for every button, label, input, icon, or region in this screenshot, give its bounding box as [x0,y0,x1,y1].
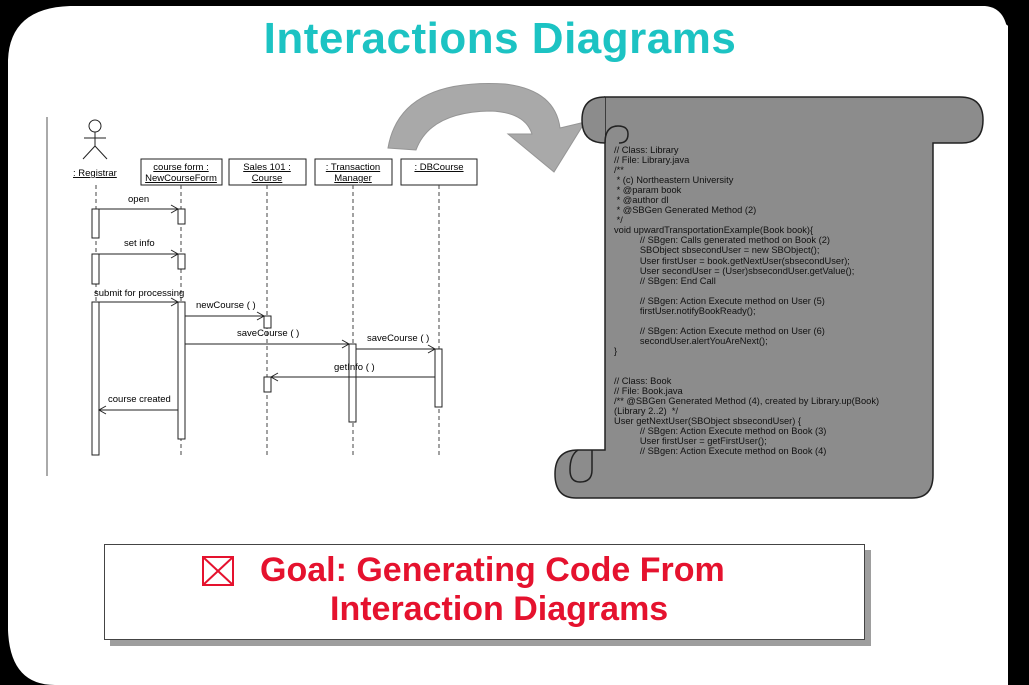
code-line: void upwardTransportationExample(Book bo… [614,225,814,236]
code-line: * @SBGen Generated Method (2) [614,205,757,216]
message-open: open [128,194,149,205]
code-line: * @param book [614,185,682,196]
code-line [614,366,932,376]
object-box-sales-course: Sales 101 : Course [228,158,307,186]
message-new-course: newCourse ( ) [196,300,256,311]
activation-bar [263,315,272,329]
goal-text: Goal: Generating Code From Interaction D… [260,551,725,629]
code-line: // SBgen: Action Execute method on User … [614,295,825,306]
object-box-course-form: course form : NewCourseForm [140,158,223,186]
actor-figure-icon [82,119,108,160]
activation-bar [348,343,357,423]
code-line: // SBgen: Action Execute method on User … [614,325,825,336]
activation-bar [91,208,100,239]
svg-text:: DBCourse: : DBCourse [414,162,463,173]
actor-label: : Registrar [73,168,117,179]
code-line: /** [614,165,624,176]
code-line: */ [614,215,623,226]
message-get-info: getInfo ( ) [334,362,375,373]
activation-bar [91,253,100,285]
code-line: // Class: Library [614,145,679,155]
goal-line-1: Goal: Generating Code From [260,551,725,589]
activation-bar [177,208,186,225]
svg-text:Manager: Manager [334,173,372,184]
message-save-course-db: saveCourse ( ) [367,333,429,344]
code-line: User firstUser = getFirstUser(); [614,436,767,447]
activation-bar [263,376,272,393]
goal-box: Goal: Generating Code From Interaction D… [104,544,865,640]
svg-text:course form :: course form : [153,162,208,173]
code-line [614,316,932,326]
code-line: * @author dl [614,195,669,206]
code-line: // File: Book.java [614,386,683,397]
activation-bar [177,253,186,270]
footer-university: Northeastern University [852,672,947,682]
code-line: User firstUser = book.getNextUser(sbseco… [614,255,850,266]
code-line: // SBgen: End Call [614,275,716,286]
code-line: // SBgen: Calls generated method on Book… [614,235,831,246]
code-line: // File: Library.java [614,155,690,166]
code-line: firstUser.notifyBookReady(); [614,305,756,316]
message-submit: submit for processing [94,288,184,299]
code-line: /** @SBGen Generated Method (4), created… [614,396,880,407]
message-save-course: saveCourse ( ) [237,328,299,339]
activation-bar [177,301,186,440]
svg-text:: Transaction: : Transaction [326,162,380,173]
slide-title: Interactions Diagrams [263,14,737,63]
code-line: // SBgen: Action Execute method on Book … [614,446,827,457]
activation-bar [91,301,100,456]
code-line: // SBgen: Action Execute method on Book … [614,426,827,437]
code-line: (Library 2..2) */ [614,406,679,417]
code-line: secondUser.alertYouAreNext(); [614,335,768,346]
svg-text:NewCourseForm: NewCourseForm [145,173,217,184]
message-course-created: course created [108,394,171,405]
message-set-info: set info [124,238,155,249]
code-line [614,356,932,366]
code-line: // Class: Book [614,376,672,387]
goal-line-2: Interaction Diagrams [330,590,669,628]
code-line: } [614,345,618,356]
object-box-dbcourse: : DBCourse [400,158,478,186]
code-line [614,286,932,296]
code-listing: // Class: Library// File: Library.java/*… [614,145,932,497]
x-box-icon [202,556,234,586]
code-line: * (c) Northeastern University [614,175,734,186]
code-line: User secondUser = (User)sbsecondUser.get… [614,265,855,276]
svg-text:Sales 101 :: Sales 101 : [243,162,291,173]
activation-bar [434,348,443,408]
code-line: User getNextUser(SBObject sbsecondUser) … [614,416,802,427]
code-line: SBObject sbsecondUser = new SBObject(); [614,245,820,256]
svg-text:Course: Course [252,173,283,184]
